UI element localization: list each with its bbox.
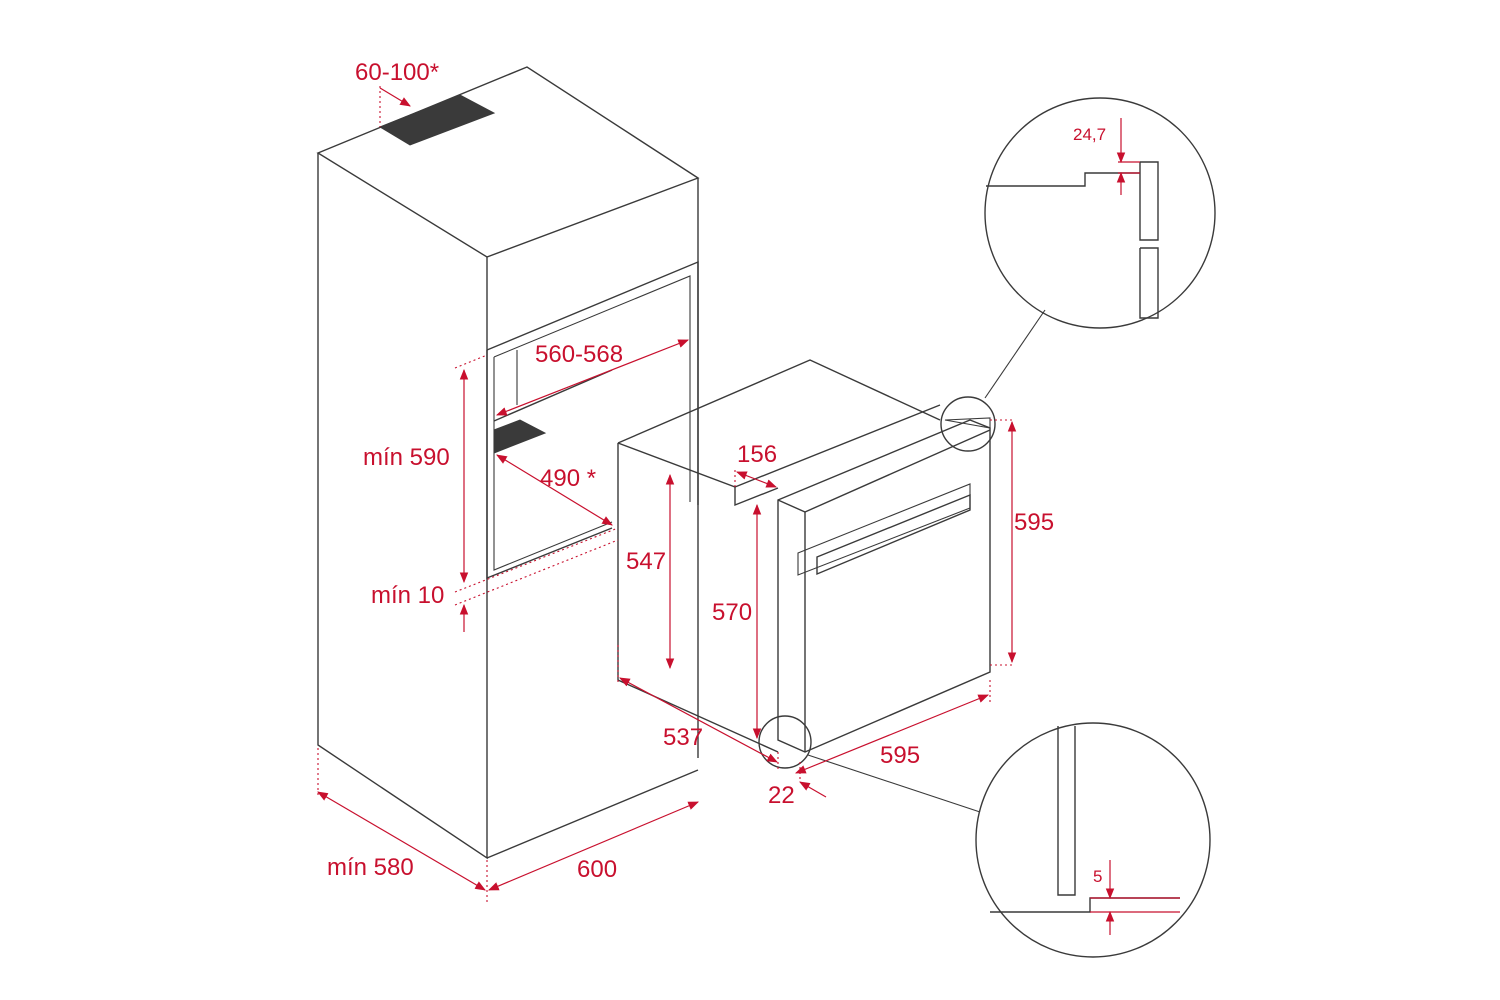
dim-front-thickness <box>799 781 827 798</box>
middle-vent-slot <box>493 419 547 454</box>
detail-top-panel-upper <box>1139 161 1159 241</box>
dim-oven-depth-label: 537 <box>663 724 703 751</box>
cabinet-top-face <box>316 66 700 258</box>
dim-step-depth <box>735 471 778 488</box>
dim-oven-body-height-label: 547 <box>626 548 666 575</box>
dim-gap-bottom-label: mín 10 <box>371 582 444 609</box>
detail-leader-top <box>984 309 1046 399</box>
oven-front-panel <box>777 419 991 753</box>
niche-left-edge <box>486 350 613 580</box>
detail-circle-top <box>984 97 1216 329</box>
detail-top-panel-lower <box>1139 247 1159 319</box>
dim-front-width-label: 595 <box>880 742 920 769</box>
oven-top-back <box>617 359 941 444</box>
dim-niche-width-label: 560-568 <box>535 341 623 368</box>
niche-top-edge <box>486 260 699 505</box>
detail-top-profile <box>986 172 1140 187</box>
detail-bottom-profile <box>990 897 1180 913</box>
detail-top: 24,7 <box>940 97 1216 452</box>
dim-cabinet-width <box>488 801 699 891</box>
dim-front-width <box>794 694 990 774</box>
dim-front-height-label: 595 <box>1014 509 1054 536</box>
detail-marker-top <box>940 396 996 452</box>
front-top-face-edge <box>804 429 991 513</box>
dim-gap-top-arrow <box>379 87 411 107</box>
dim-gap-top-label: 60-100* <box>355 59 439 86</box>
detail-top-offset-label: 24,7 <box>1073 125 1106 144</box>
oven-top-step <box>617 442 779 507</box>
oven <box>617 359 991 753</box>
niche-inner-left <box>493 357 613 571</box>
dim-gap-bottom-ext <box>454 527 619 593</box>
detail-circle-bottom <box>975 722 1211 958</box>
cabinet-left-side <box>317 153 488 860</box>
dim-front-thickness-label: 22 <box>768 782 795 809</box>
niche-inner-top <box>493 275 691 502</box>
detail-bottom-panel <box>1057 726 1076 896</box>
detail-bottom: 5 <box>758 715 1211 958</box>
dim-cabinet-depth-label: mín 580 <box>327 854 414 881</box>
top-vent-slot <box>378 94 496 146</box>
cabinet-bottom-edge <box>486 769 699 859</box>
front-corner <box>944 417 991 429</box>
detail-bottom-offset-label: 5 <box>1093 867 1102 886</box>
dimensions: 60-100* 560-568 490 * mín 590 mín 10 mín… <box>317 59 1054 905</box>
dim-step-depth-label: 156 <box>737 441 777 468</box>
dim-cabinet-width-label: 600 <box>577 856 617 883</box>
dim-niche-height-ext-top <box>454 354 488 369</box>
dim-cabinet-depth <box>317 791 486 891</box>
dim-rear-cutout <box>496 454 613 526</box>
dim-gap-bottom-ext2 <box>454 539 619 606</box>
front-top-edge <box>777 499 806 513</box>
dim-rear-cutout-label: 490 * <box>540 465 596 492</box>
detail-marker-bottom <box>758 715 812 769</box>
dim-niche-width <box>495 339 690 416</box>
niche-shelf-line <box>493 369 613 422</box>
dim-oven-depth <box>619 677 778 763</box>
dim-niche-height-label: mín 590 <box>363 444 450 471</box>
door-handle <box>816 493 971 576</box>
dim-front-inner-height-label: 570 <box>712 599 752 626</box>
